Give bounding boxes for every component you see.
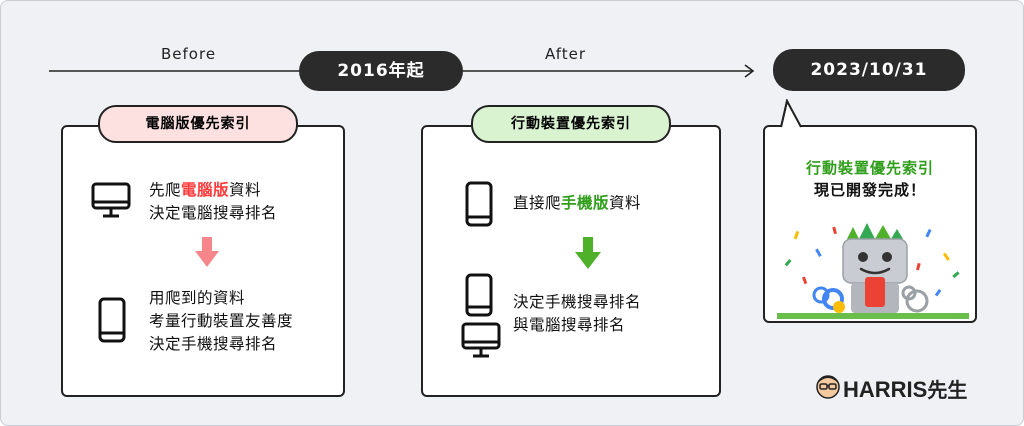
- mobile-step2-text: 決定手機搜尋排名 與電腦搜尋排名: [513, 291, 641, 337]
- announcement-text: 行動裝置優先索引 現已開發完成！: [763, 157, 977, 201]
- before-label: Before: [161, 45, 217, 63]
- desktop-step1-highlight: 電腦版: [181, 181, 230, 199]
- mobile-step2-line1: 決定手機搜尋排名: [513, 293, 642, 311]
- announcement-line1: 行動裝置優先索引: [805, 159, 934, 177]
- mobile-step1-prefix: 直接爬: [513, 194, 562, 212]
- desktop-step1-prefix: 先爬: [149, 181, 182, 199]
- desktop-first-tag: 電腦版優先索引: [98, 105, 298, 143]
- desktop-step1-text: 先爬電腦版資料 決定電腦搜尋排名: [149, 179, 277, 225]
- after-label: After: [545, 45, 587, 63]
- phone-icon: [98, 297, 126, 343]
- mobile-step1-highlight: 手機版: [561, 194, 610, 212]
- green-down-arrow-icon: [575, 237, 601, 269]
- mobile-step1-suffix: 資料: [609, 194, 642, 212]
- googlebot-celebration-illustration: [777, 223, 969, 319]
- monitor-icon: [91, 182, 131, 218]
- milestone-2023-pill: 2023/10/31: [773, 49, 965, 91]
- monitor-icon: [461, 322, 501, 358]
- mobile-step2-line2: 與電腦搜尋排名: [513, 316, 626, 334]
- announcement-line2: 現已開發完成！: [813, 181, 926, 199]
- desktop-step1-line2: 決定電腦搜尋排名: [149, 204, 278, 222]
- harris-avatar-icon: [816, 375, 840, 399]
- phone-icon: [465, 181, 493, 227]
- milestone-2016-pill: 2016年起: [299, 51, 463, 91]
- desktop-step2-line3: 決定手機搜尋排名: [149, 335, 278, 353]
- mobile-step1-text: 直接爬手機版資料: [513, 192, 641, 215]
- mobile-first-tag: 行動裝置優先索引: [471, 105, 671, 143]
- desktop-step2-line1: 用爬到的資料: [149, 289, 246, 307]
- red-down-arrow-icon: [195, 237, 219, 267]
- speech-bubble-tail-cover: [780, 99, 802, 128]
- desktop-step2-text: 用爬到的資料 考量行動裝置友善度 決定手機搜尋排名: [149, 287, 293, 356]
- harris-logo-text: HARRIS: [843, 377, 928, 402]
- desktop-step1-suffix: 資料: [229, 181, 262, 199]
- harris-logo-suffix: 先生: [927, 380, 968, 402]
- desktop-step2-line2: 考量行動裝置友善度: [149, 312, 294, 330]
- phone-icon: [465, 273, 493, 317]
- harris-logo: HARRIS先生: [843, 374, 967, 403]
- timeline-arrowhead: [744, 64, 755, 78]
